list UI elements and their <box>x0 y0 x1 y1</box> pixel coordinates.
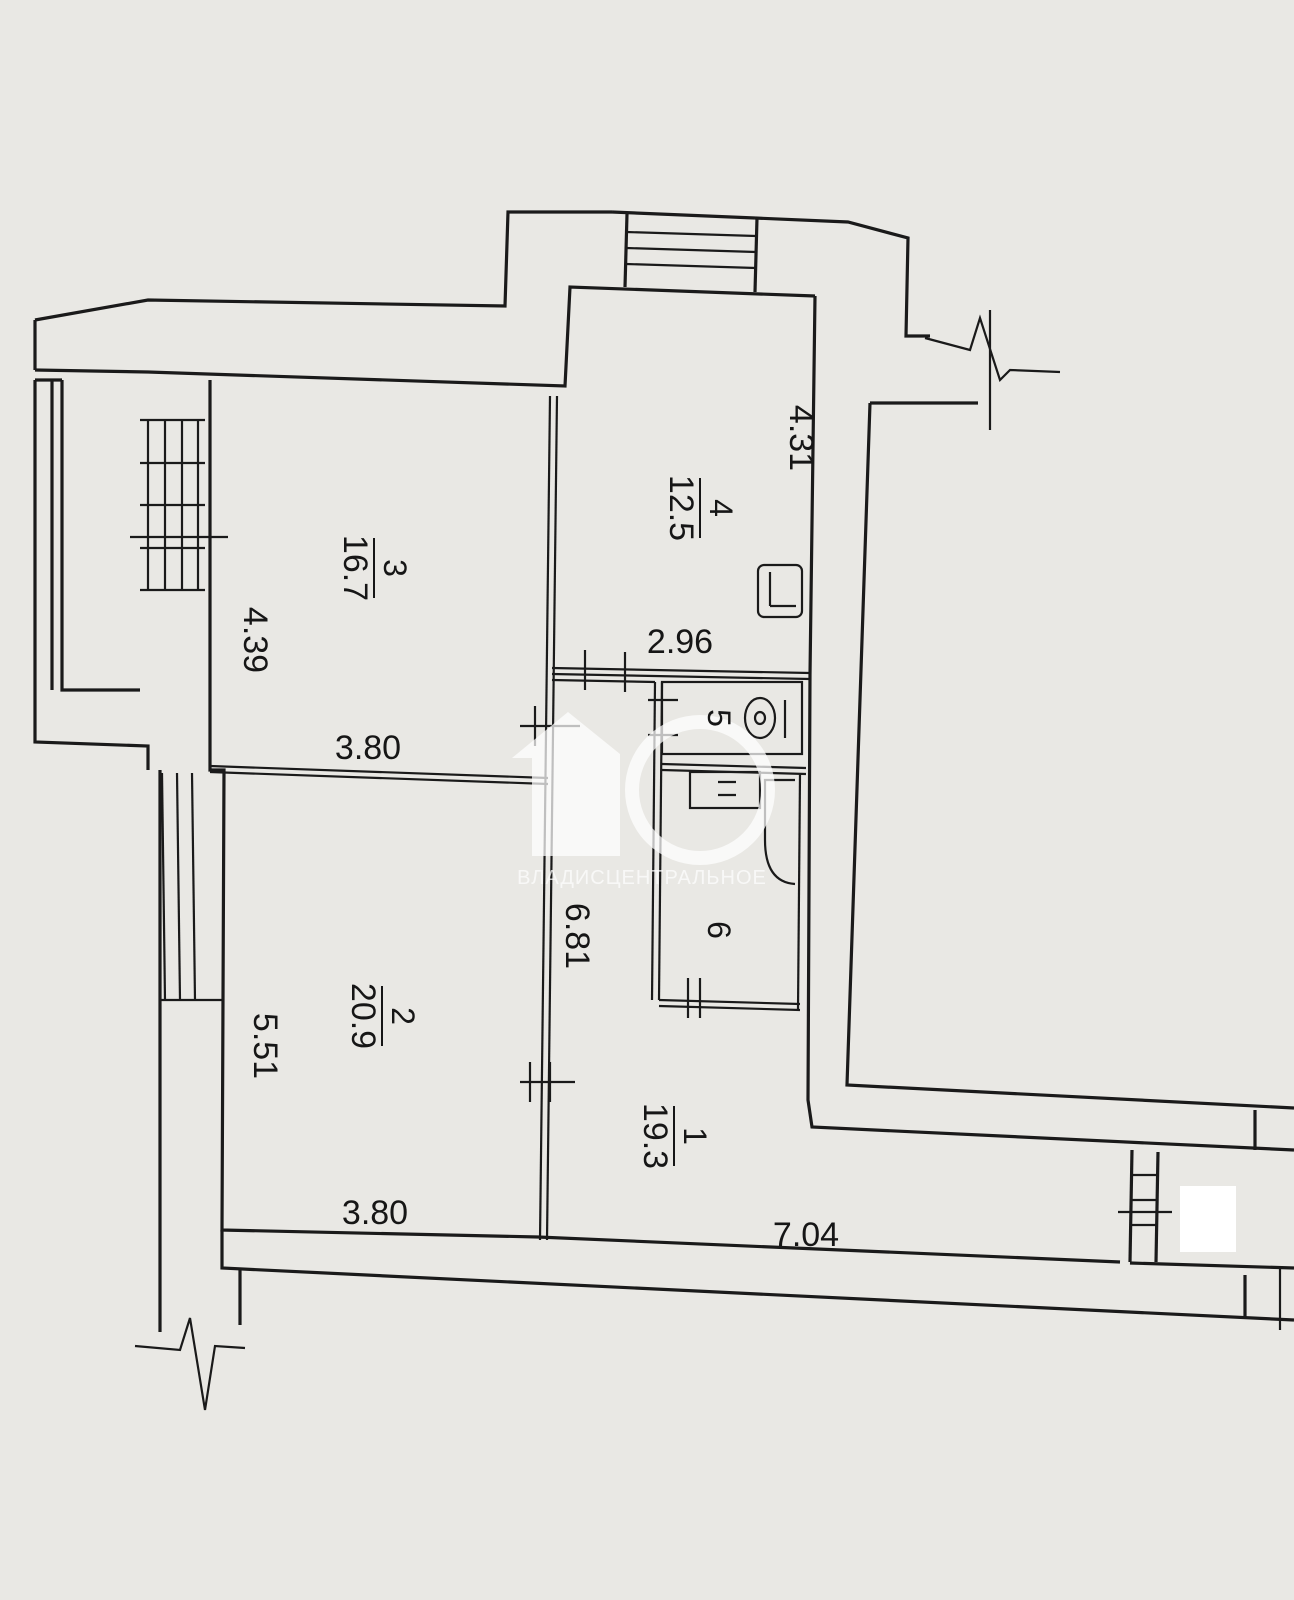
top-window <box>623 213 759 293</box>
left-window-room3 <box>130 418 228 592</box>
room1-label-group: 1 19.3 <box>636 1103 713 1169</box>
outer-walls <box>33 210 1294 1332</box>
room1-area: 19.3 <box>636 1103 674 1169</box>
sink-icon <box>688 770 762 810</box>
watermark-brand: ВЛАДИСЦЕНТРАЛЬНОЕ <box>517 867 767 889</box>
watermark: 10 ВЛАДИСЦЕНТРАЛЬНОЕ <box>512 712 775 889</box>
dim-hall-length-group: 6.81 <box>558 903 596 969</box>
room5-label-group: 5 <box>701 709 737 727</box>
white-patch <box>1180 1186 1236 1252</box>
room3-number: 3 <box>377 559 413 577</box>
interior-walls <box>209 395 811 1241</box>
left-window-room2 <box>160 772 222 1002</box>
room5-number: 5 <box>701 709 737 727</box>
fixtures <box>688 563 804 886</box>
dim-room3-length-group: 4.39 <box>236 607 274 673</box>
room4-number: 4 <box>703 499 739 517</box>
room3-label-group: 3 16.7 <box>336 535 413 601</box>
dim-room3-length: 4.39 <box>236 607 274 673</box>
dim-room2-length: 5.51 <box>246 1013 284 1079</box>
dim-room2-length-group: 5.51 <box>246 1013 284 1079</box>
right-bottom-window <box>1118 1110 1282 1330</box>
dim-room3-width: 3.80 <box>335 729 401 767</box>
room2-number: 2 <box>385 1007 421 1025</box>
room1-number: 1 <box>677 1127 713 1145</box>
room4-label-group: 4 12.5 <box>662 475 739 541</box>
room4-area: 12.5 <box>662 475 700 541</box>
room6-number: 6 <box>701 921 737 939</box>
stove-icon <box>756 563 804 619</box>
room3-area: 16.7 <box>336 535 374 601</box>
dim-room1-width: 7.04 <box>773 1216 839 1254</box>
dim-room4-length-group: 4.31 <box>782 405 820 471</box>
room6-label-group: 6 <box>701 921 737 939</box>
room2-area: 20.9 <box>344 983 382 1049</box>
break-symbols <box>134 310 1061 1411</box>
dim-room4-width: 2.96 <box>647 623 713 661</box>
house-logo-icon <box>512 712 620 856</box>
room2-label-group: 2 20.9 <box>344 983 421 1049</box>
bathtub-icon <box>763 778 796 886</box>
dim-hall-length: 6.81 <box>558 903 596 969</box>
logo-ring <box>625 715 775 865</box>
dim-room2-width: 3.80 <box>342 1194 408 1232</box>
dim-room4-length: 4.31 <box>782 405 820 471</box>
toilet-icon <box>743 696 777 740</box>
